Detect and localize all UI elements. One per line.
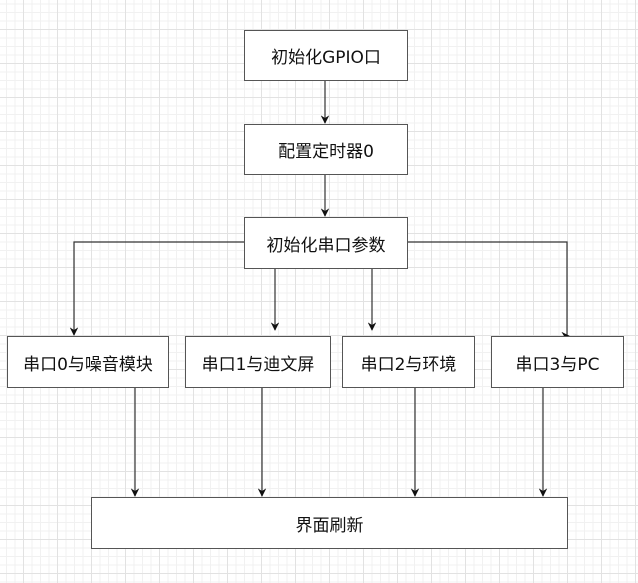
node-label: 串口1与迪文屏 xyxy=(201,354,315,375)
node-uart3-pc[interactable]: 串口3与PC xyxy=(491,336,624,388)
node-init-gpio[interactable]: 初始化GPIO口 xyxy=(244,30,408,81)
node-label: 串口3与PC xyxy=(515,354,600,375)
edge-init-uart-params-to-uart0-noise xyxy=(69,241,244,336)
node-uart2-env[interactable]: 串口2与环境 xyxy=(342,336,475,388)
node-label: 配置定时器0 xyxy=(278,142,374,162)
node-uart0-noise[interactable]: 串口0与噪音模块 xyxy=(7,336,169,388)
node-uart1-dwin[interactable]: 串口1与迪文屏 xyxy=(185,336,331,388)
edge-init-uart-params-to-uart3-pc xyxy=(407,241,570,341)
node-label: 串口0与噪音模块 xyxy=(23,354,153,375)
node-label: 串口2与环境 xyxy=(360,354,457,375)
node-config-timer0[interactable]: 配置定时器0 xyxy=(244,124,408,175)
node-label: 界面刷新 xyxy=(295,515,364,536)
node-ui-refresh[interactable]: 界面刷新 xyxy=(91,497,568,549)
node-label: 初始化GPIO口 xyxy=(271,48,381,68)
node-init-uart-params[interactable]: 初始化串口参数 xyxy=(244,217,408,269)
node-label: 初始化串口参数 xyxy=(266,235,386,256)
